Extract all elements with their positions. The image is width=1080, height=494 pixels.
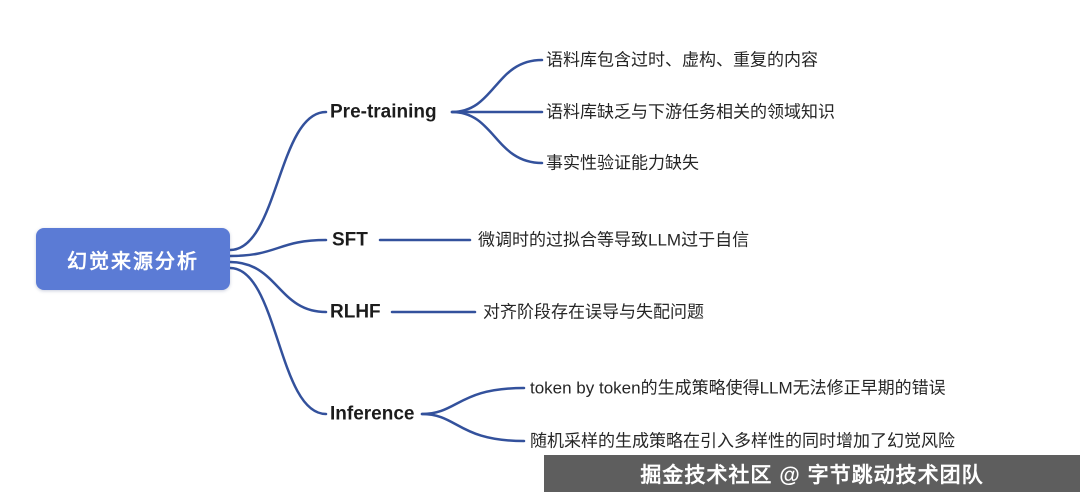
root-node: 幻觉来源分析: [36, 228, 230, 290]
leaf-pretraining-1: 语料库包含过时、虚构、重复的内容: [546, 50, 818, 70]
branch-inference: Inference: [330, 403, 415, 425]
branch-sft: SFT: [332, 229, 368, 251]
link-inference-leaf-2: [420, 412, 526, 443]
root-label: 幻觉来源分析: [67, 250, 199, 273]
link-root-sft: [228, 238, 328, 258]
link-root-rlhf: [228, 260, 328, 314]
leaf-pretraining-2: 语料库缺乏与下游任务相关的领域知识: [546, 102, 835, 122]
watermark-bar: 掘金技术社区 @ 字节跳动技术团队: [544, 455, 1080, 492]
branch-rlhf: RLHF: [330, 301, 381, 323]
leaf-sft-1: 微调时的过拟合等导致LLM过于自信: [478, 230, 750, 250]
link-root-pretraining: [228, 110, 328, 252]
branch-pre-training: Pre-training: [330, 101, 437, 123]
leaf-inference-2: 随机采样的生成策略在引入多样性的同时增加了幻觉风险: [530, 431, 955, 451]
leaf-inference-1: token by token的生成策略使得LLM无法修正早期的错误: [530, 378, 946, 398]
watermark-text: 掘金技术社区 @ 字节跳动技术团队: [640, 463, 984, 487]
link-inference-leaf-1: [420, 386, 526, 416]
link-root-inference: [228, 266, 328, 416]
link-pretraining-leaf-3: [450, 110, 544, 165]
leaf-rlhf-1: 对齐阶段存在误导与失配问题: [483, 302, 704, 322]
link-pretraining-leaf-1: [450, 58, 544, 114]
leaf-pretraining-3: 事实性验证能力缺失: [546, 153, 699, 173]
